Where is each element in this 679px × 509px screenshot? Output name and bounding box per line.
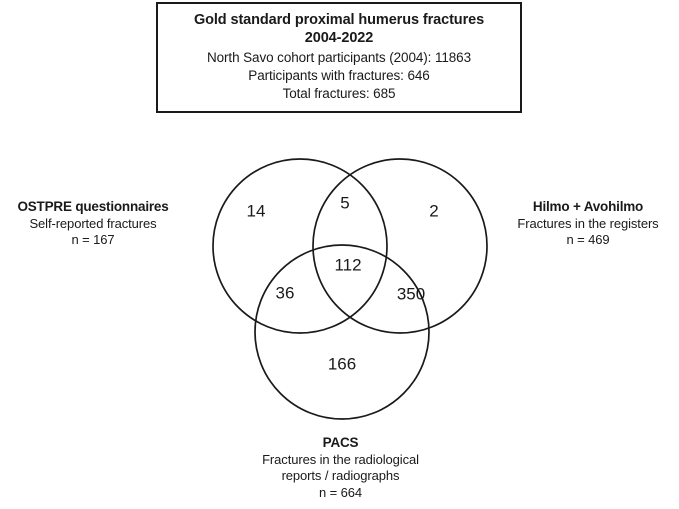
venn-label-ostpre-title: OSTPRE questionnaires [17, 199, 169, 214]
summary-participants-with-fractures: Participants with fractures: 646 [248, 68, 430, 84]
venn-label-hilmo-count: n = 469 [566, 232, 610, 248]
venn-value-hilmo-only: 2 [429, 201, 438, 220]
summary-title-line2: 2004-2022 [304, 29, 374, 46]
venn-value-all-three: 112 [334, 255, 361, 274]
venn-value-pacs-only: 166 [328, 354, 356, 373]
venn-label-hilmo-title: Hilmo + Avohilmo [532, 199, 644, 214]
venn-label-hilmo-subtitle: Fractures in the registers [517, 215, 659, 231]
summary-total-fractures: Total fractures: 685 [282, 86, 396, 102]
venn-label-pacs-title: PACS [322, 435, 359, 450]
summary-title-line1: Gold standard proximal humerus fractures [193, 12, 485, 29]
venn-label-pacs: PACS Fractures in the radiological repor… [198, 434, 483, 502]
venn-label-pacs-subtitle-line1: Fractures in the radiological [262, 451, 419, 467]
venn-label-ostpre-count: n = 167 [71, 232, 115, 248]
venn-label-pacs-count: n = 664 [318, 485, 363, 501]
venn-value-ostpre-hilmo: 5 [340, 193, 349, 212]
summary-cohort-participants: North Savo cohort participants (2004): 1… [206, 50, 471, 66]
venn-value-ostpre-pacs: 36 [276, 283, 295, 302]
venn-value-ostpre-only: 14 [247, 201, 266, 220]
venn-label-ostpre-subtitle: Self-reported fractures [29, 215, 157, 231]
venn-value-hilmo-pacs: 350 [397, 284, 425, 303]
venn-label-ostpre: OSTPRE questionnaires Self-reported frac… [0, 198, 188, 249]
venn-label-hilmo: Hilmo + Avohilmo Fractures in the regist… [495, 198, 679, 249]
venn-circle-hilmo [312, 158, 488, 334]
summary-box: Gold standard proximal humerus fractures… [156, 2, 522, 113]
venn-label-pacs-subtitle-line2: reports / radiographs [281, 468, 400, 484]
venn-circle-pacs [254, 244, 430, 420]
venn-circle-ostpre [212, 158, 388, 334]
